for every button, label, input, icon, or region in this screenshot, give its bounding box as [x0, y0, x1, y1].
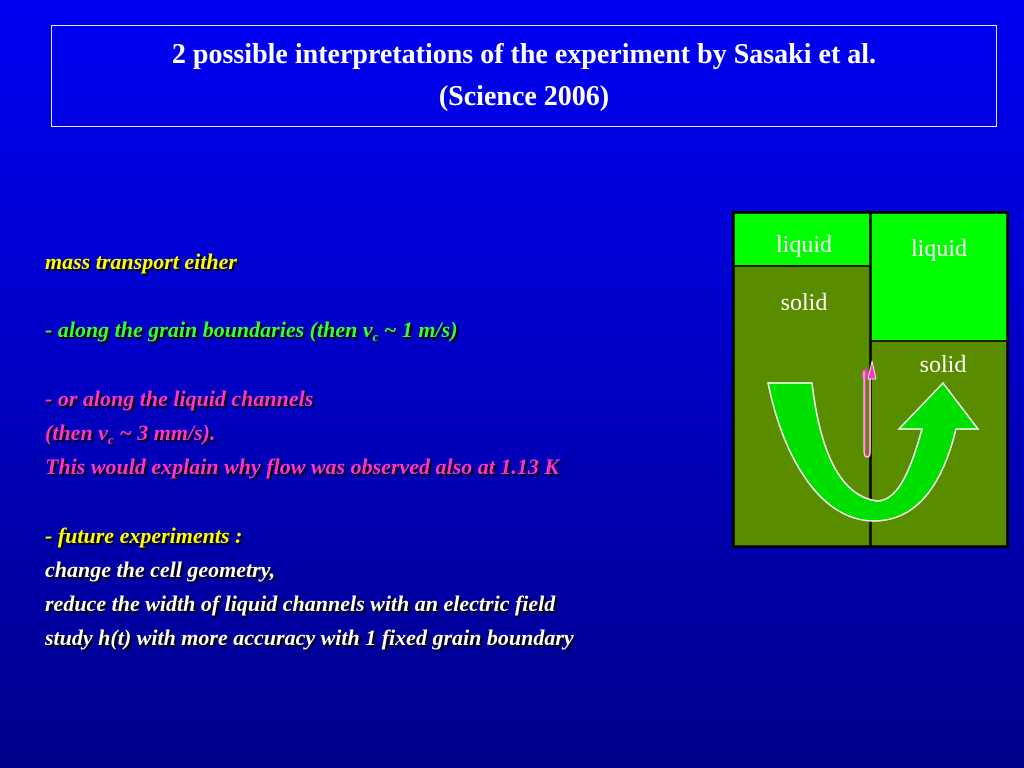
right-liquid-region: [870, 212, 1008, 342]
left-liquid-region: [733, 212, 871, 267]
flow-arrow: [767, 381, 980, 522]
bullet-dash: -: [45, 317, 53, 343]
item2-text-b: ~ 3 mm/s).: [119, 419, 216, 445]
title-line-2: (Science 2006): [438, 81, 610, 112]
cell-diagram: liquid solid liquid solid: [732, 211, 1009, 548]
item2-subscript: c: [107, 431, 114, 447]
left-solid-label: solid: [781, 290, 828, 316]
item1-text-a: along the grain boundaries (then v: [57, 317, 373, 343]
item-liquid-channels: - or along the liquid channels: [45, 382, 735, 416]
item3-line-2: reduce the width of liquid channels with…: [45, 590, 556, 616]
item3-line-3: study h(t) with more accuracy with 1 fix…: [45, 625, 574, 651]
bullet-dash: -: [45, 522, 53, 548]
item2-velocity: (then vc ~ 3 mm/s).: [45, 416, 735, 450]
item2-line-3: This would explain why flow was observed…: [45, 454, 559, 480]
item3-heading: future experiments :: [57, 522, 243, 548]
bullet-dash: -: [45, 385, 53, 411]
item-future-experiments: - future experiments :: [45, 519, 735, 553]
right-liquid-label: liquid: [911, 236, 967, 262]
right-solid-label: solid: [920, 352, 967, 378]
item1-subscript: c: [372, 329, 379, 345]
item2-text-a: (then v: [45, 419, 108, 445]
cell-border: [732, 211, 1009, 548]
left-liquid-label: liquid: [776, 232, 832, 258]
grain-boundary-arrow-head: [867, 360, 877, 380]
item1-text-b: ~ 1 m/s): [383, 317, 458, 343]
title-line-1: 2 possible interpretations of the experi…: [171, 39, 877, 70]
item2-line-1: or along the liquid channels: [57, 385, 314, 411]
slide-body: mass transport either - along the grain …: [45, 245, 735, 655]
grain-boundary-arrow-shaft: [863, 371, 871, 458]
intro-text: mass transport either: [45, 249, 237, 274]
slide-title: 2 possible interpretations of the experi…: [51, 25, 997, 127]
item-grain-boundaries: - along the grain boundaries (then vc ~ …: [45, 313, 735, 347]
item3-line-1: change the cell geometry,: [45, 556, 276, 582]
